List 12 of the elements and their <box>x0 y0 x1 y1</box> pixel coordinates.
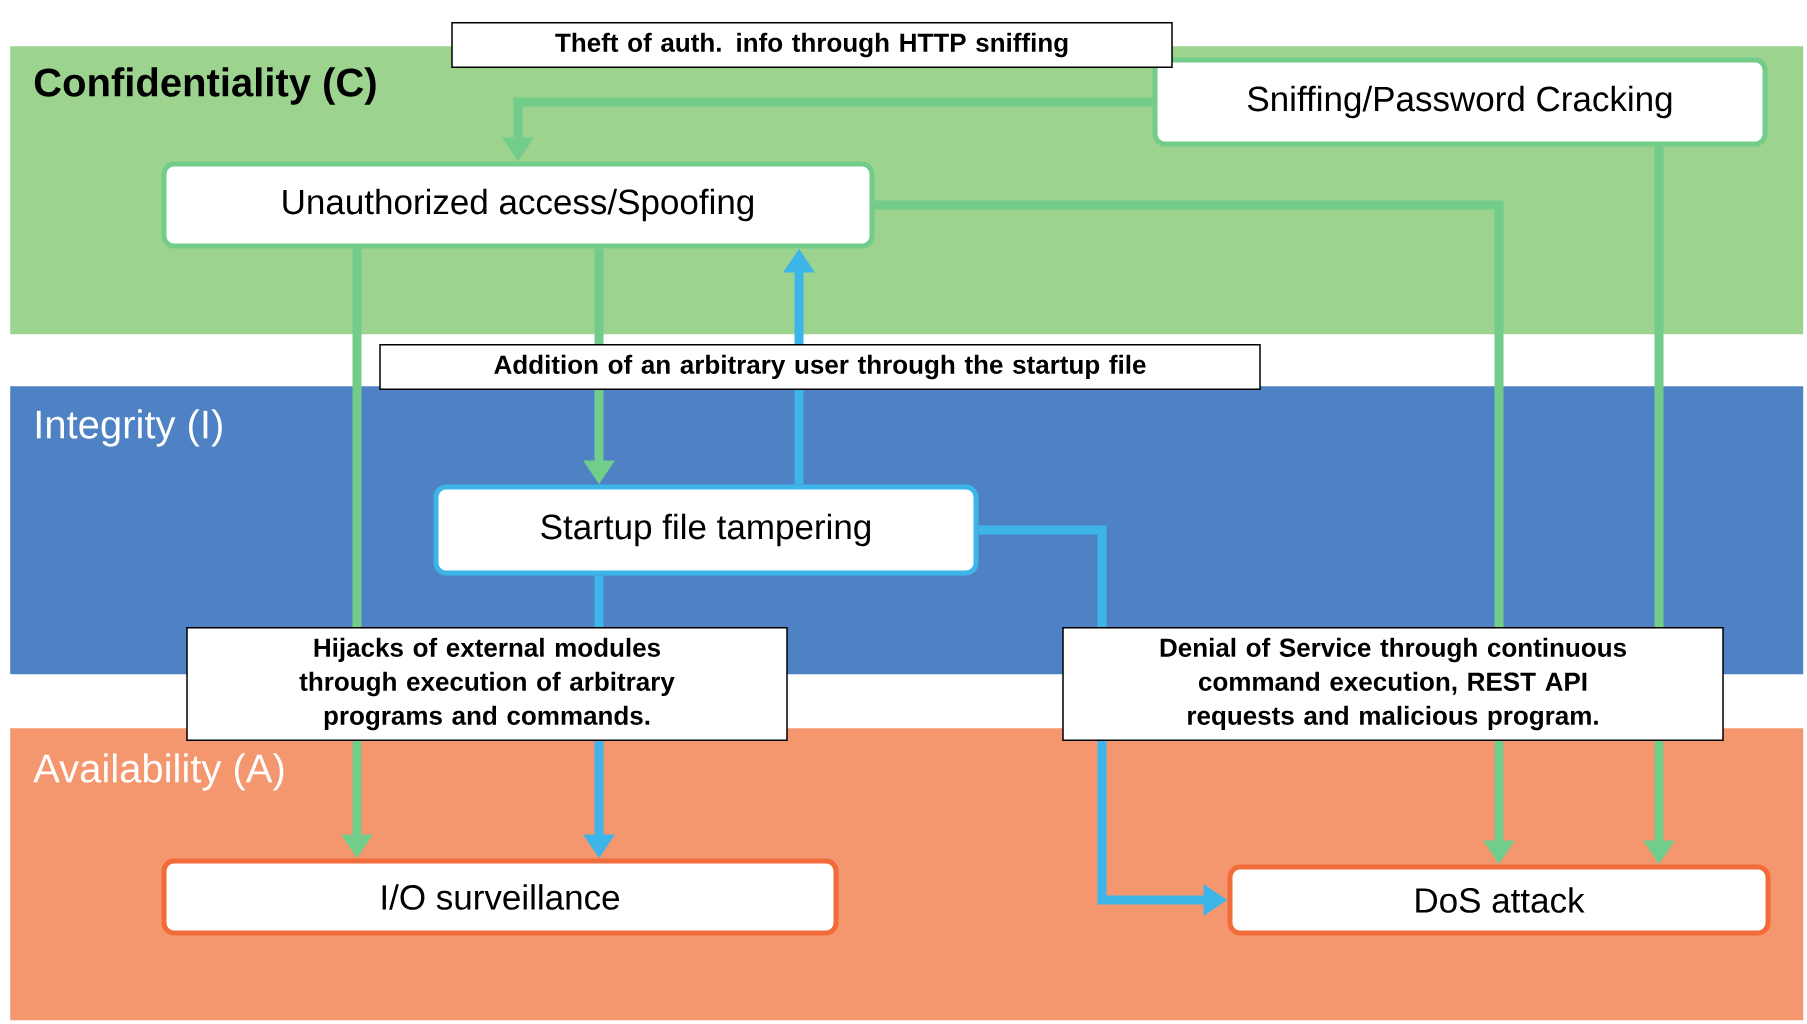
edge-label: Theft of auth. info through HTTP sniffing <box>451 22 1173 68</box>
edge-label: Hijacks of external modules through execution of arbitrary programs and commands. <box>186 627 788 741</box>
band-title: Availability (A) <box>33 753 284 791</box>
threat-box: Startup file tampering <box>433 484 979 576</box>
threat-box: I/O surveillance <box>161 858 839 936</box>
threat-box: DoS attack <box>1227 864 1771 936</box>
band-title: Integrity (I) <box>36 409 222 447</box>
band-title: Confidentiality (C) <box>34 67 376 105</box>
threat-box: Sniffing/Password Cracking <box>1152 57 1768 147</box>
edge-label: Denial of Service through continuous command execution, REST API requests and malicious program. <box>1062 627 1724 741</box>
threat-box: Unauthorized access/Spoofing <box>161 161 875 249</box>
edge-label: Addition of an arbitrary user through the startup file <box>379 344 1261 390</box>
